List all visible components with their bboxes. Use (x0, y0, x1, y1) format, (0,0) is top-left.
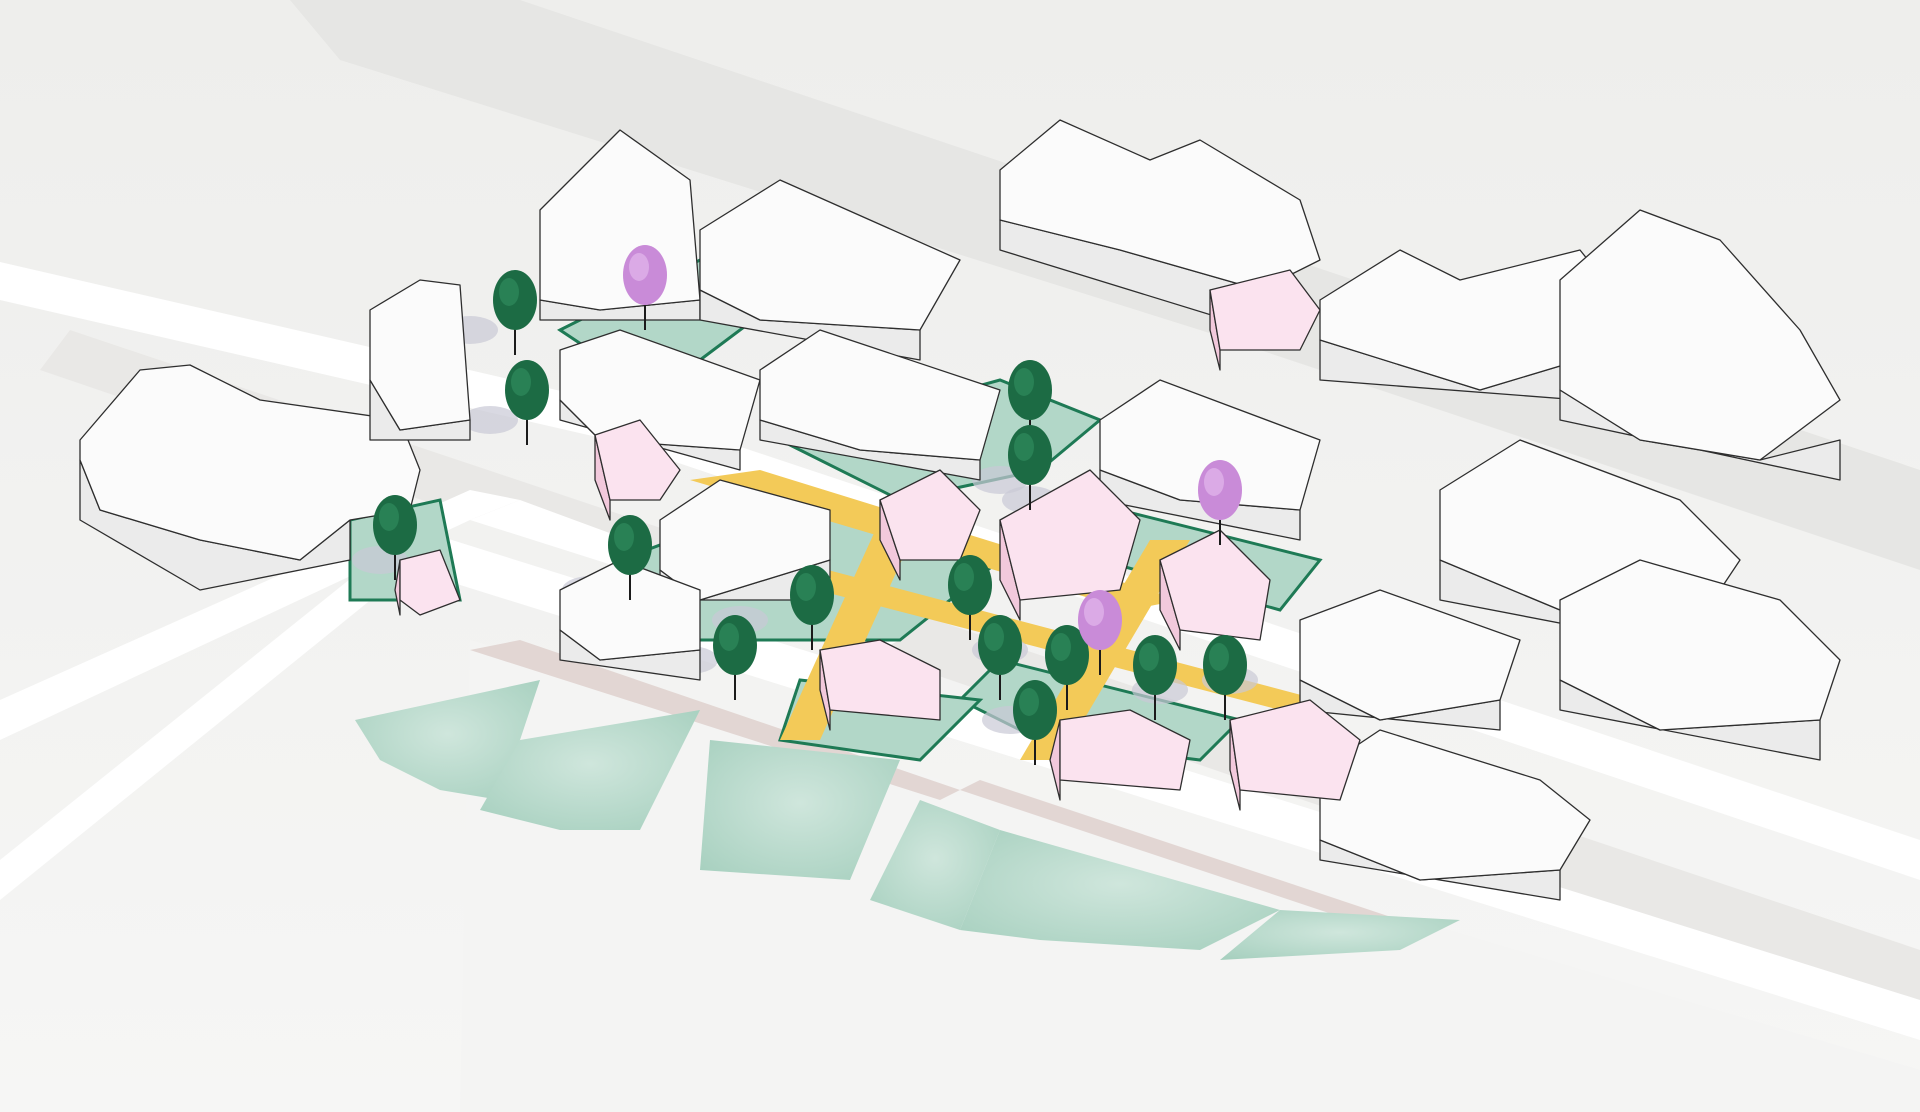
building-new-2 (879, 469, 981, 581)
tree-highlight (1084, 598, 1104, 626)
building-new-8 (1209, 269, 1321, 371)
building-row-north-2 (699, 179, 961, 361)
lawn-6 (1220, 910, 1460, 960)
tree-highlight (629, 253, 649, 281)
building-central-north-roof (759, 329, 1001, 461)
building-row-east-1-roof (999, 119, 1321, 291)
path-cross-b (1020, 540, 1190, 760)
building-row-north-2-roof (699, 179, 961, 331)
building-row-north-1-roof (369, 279, 471, 431)
tree-highlight (719, 623, 739, 651)
tree-highlight (511, 368, 531, 396)
tree-highlight (1014, 433, 1034, 461)
building-new-7 (1229, 699, 1361, 811)
building-row-south-e-roof (1299, 589, 1521, 721)
upper-street-band (290, 0, 1920, 570)
building-row-east-1 (999, 119, 1321, 331)
tree-icon (1203, 635, 1247, 720)
building-new-3 (999, 469, 1141, 621)
building-row-east-5-roof (1559, 559, 1841, 731)
building-row-middle-roof (659, 479, 831, 601)
tree-icon (978, 615, 1022, 700)
building-row-east-3-roof (1559, 209, 1841, 461)
tree-highlight (954, 563, 974, 591)
tree-highlight (1139, 643, 1159, 671)
lawn-4 (870, 800, 1000, 930)
road-west-main (0, 262, 1920, 880)
tree-highlight (379, 503, 399, 531)
tree-icon (505, 360, 549, 445)
building-row-east-3 (1559, 209, 1841, 481)
tree-highlight (984, 623, 1004, 651)
building-row-north-1 (369, 279, 471, 441)
blossom-tree-icon (1078, 590, 1122, 675)
tree-icon (1008, 425, 1052, 510)
buildings (79, 119, 1841, 901)
trees (373, 245, 1247, 765)
building-row-north-3 (559, 329, 761, 471)
lawn-2 (480, 710, 700, 830)
building-new-3-roof (999, 469, 1141, 601)
building-row-south-e2-roof (1319, 729, 1591, 881)
tree-icon (1133, 635, 1177, 720)
tree-highlight (1019, 688, 1039, 716)
building-new-2-roof (879, 469, 981, 561)
building-new-1-roof (594, 419, 681, 501)
building-new-4-roof (1159, 529, 1271, 641)
building-new-5 (819, 639, 941, 731)
lawn-fields (355, 680, 1460, 960)
lawn-1 (355, 680, 540, 800)
building-new-4 (1159, 529, 1271, 651)
tree-icon (713, 615, 757, 700)
building-new-9 (394, 549, 461, 616)
building-row-south-e2 (1319, 729, 1591, 901)
blossom-tree-icon (1198, 460, 1242, 545)
path-cross-a (780, 520, 920, 740)
building-new-6-roof (1059, 709, 1191, 791)
tree-icon (790, 565, 834, 650)
building-row-east-5 (1559, 559, 1841, 761)
tree-icon (373, 495, 417, 580)
building-row-north-3-roof (559, 329, 761, 451)
building-new-1 (594, 419, 681, 521)
tree-icon (608, 515, 652, 600)
tree-highlight (1204, 468, 1224, 496)
building-new-7-roof (1229, 699, 1361, 801)
building-row-middle-e-roof (1099, 379, 1321, 511)
tree-shadow (462, 406, 518, 434)
tree-highlight (1014, 368, 1034, 396)
blossom-tree-icon (623, 245, 667, 330)
road-southwest (0, 555, 420, 900)
tree-highlight (614, 523, 634, 551)
building-new-6 (1049, 709, 1191, 801)
tree-highlight (796, 573, 816, 601)
building-new-9-roof (399, 549, 461, 616)
building-new-8-roof (1209, 269, 1321, 351)
tree-highlight (499, 278, 519, 306)
tree-highlight (1051, 633, 1071, 661)
building-new-5-roof (819, 639, 941, 721)
tree-icon (493, 270, 537, 355)
lawn-3 (700, 740, 900, 880)
tree-icon (1008, 360, 1052, 445)
building-central-north (759, 329, 1001, 481)
lawn-5 (960, 830, 1280, 950)
tree-highlight (1209, 643, 1229, 671)
tree-icon (948, 555, 992, 640)
tree-icon (1013, 680, 1057, 765)
curb-strip-east (960, 780, 1430, 940)
tree-icon (1045, 625, 1089, 710)
